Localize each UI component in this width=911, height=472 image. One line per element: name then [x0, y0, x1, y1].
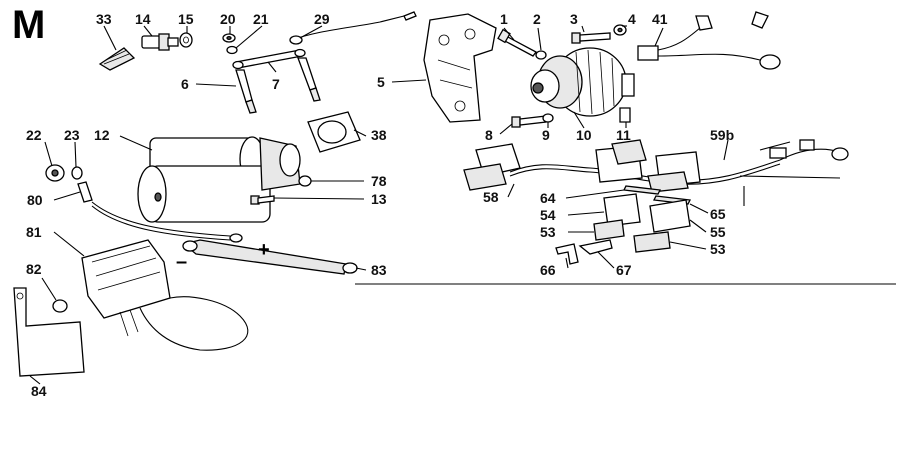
bolt-1-part: [497, 28, 537, 57]
glow-plug-strip-part: [232, 48, 306, 70]
nut-4-part: [613, 24, 627, 36]
connector-right-part: [647, 151, 701, 193]
bolt-3-part: [571, 32, 611, 44]
harness-41-part: [637, 11, 781, 70]
callout-15: 15: [178, 11, 194, 27]
wire-29-part: [289, 11, 417, 45]
callout-81: 81: [26, 224, 42, 240]
callout-80: 80: [27, 192, 43, 208]
nut-22-part: [45, 164, 65, 182]
callout-11: 11: [616, 127, 631, 143]
alternator-bracket-part: [423, 13, 497, 123]
callout-23: 23: [64, 127, 80, 143]
callout-64: 64: [540, 190, 556, 206]
washer-2-part: [535, 50, 547, 60]
bolt-8-part: [511, 115, 547, 128]
callout-13: 13: [371, 191, 387, 207]
alternator-part: [530, 47, 635, 117]
callout-21: 21: [253, 11, 269, 27]
callout-78: 78: [371, 173, 387, 189]
callout-9: 9: [542, 127, 550, 143]
bracket-84-part: [13, 287, 85, 377]
connector-55-part: [649, 199, 691, 233]
glow-plug-part: [297, 57, 321, 102]
callout-10: 10: [576, 127, 592, 143]
glow-plug-part: [235, 69, 257, 114]
callout-6: 6: [181, 76, 189, 92]
callout-22: 22: [26, 127, 42, 143]
cable-80-part: [77, 181, 243, 243]
strip-64-part: [623, 185, 661, 195]
callout-8: 8: [485, 127, 493, 143]
washer-21-part: [226, 45, 238, 55]
connector-54-part: [603, 193, 641, 227]
callout-59b: 59b: [710, 127, 734, 143]
callout-7: 7: [272, 76, 280, 92]
boot-part: [98, 47, 136, 71]
leader-lines: [29, 25, 729, 385]
block-53b-part: [633, 231, 671, 253]
callout-14: 14: [135, 11, 151, 27]
callout-29: 29: [314, 11, 330, 27]
gasket-part: [307, 111, 361, 153]
callout-65: 65: [710, 206, 726, 222]
callout-83: 83: [371, 262, 387, 278]
callout-1: 1: [500, 11, 508, 27]
clip-67-part: [578, 239, 613, 255]
callout-2: 2: [533, 11, 541, 27]
callout-67: 67: [616, 262, 632, 278]
callout-38: 38: [371, 127, 387, 143]
connector-58-part: [463, 143, 521, 191]
callout-12: 12: [94, 127, 110, 143]
nut-15-part: [179, 32, 193, 48]
control-unit-part: [81, 239, 249, 351]
callout-66: 66: [540, 262, 556, 278]
nut-82-part: [52, 299, 68, 313]
minus-sign: –: [176, 251, 187, 273]
callout-84: 84: [31, 383, 47, 399]
callout-54: 54: [540, 207, 556, 223]
callout-53a: 53: [540, 224, 556, 240]
clip-66-part: [555, 243, 579, 265]
callout-41: 41: [652, 11, 668, 27]
starter-motor-part: [137, 136, 301, 223]
connector-mid-part: [595, 139, 647, 183]
nut-23-part: [71, 166, 83, 180]
ground-strap-part: [182, 239, 358, 275]
callout-58: 58: [483, 189, 499, 205]
callout-5: 5: [377, 74, 385, 90]
callout-55: 55: [710, 224, 726, 240]
callout-53b: 53: [710, 241, 726, 257]
callout-4: 4: [628, 11, 636, 27]
callout-3: 3: [570, 11, 578, 27]
nut-78-part: [298, 175, 312, 187]
sensor-part: [141, 33, 179, 51]
block-53a-part: [593, 219, 625, 241]
callout-82: 82: [26, 261, 42, 277]
callout-33: 33: [96, 11, 112, 27]
bolt-13-part: [250, 195, 275, 205]
clip-11-part: [619, 107, 631, 123]
plus-sign: +: [258, 239, 270, 261]
section-letter: M: [12, 3, 45, 47]
callout-20: 20: [220, 11, 236, 27]
washer-9-part: [542, 113, 554, 123]
nut-20-part: [222, 33, 236, 43]
